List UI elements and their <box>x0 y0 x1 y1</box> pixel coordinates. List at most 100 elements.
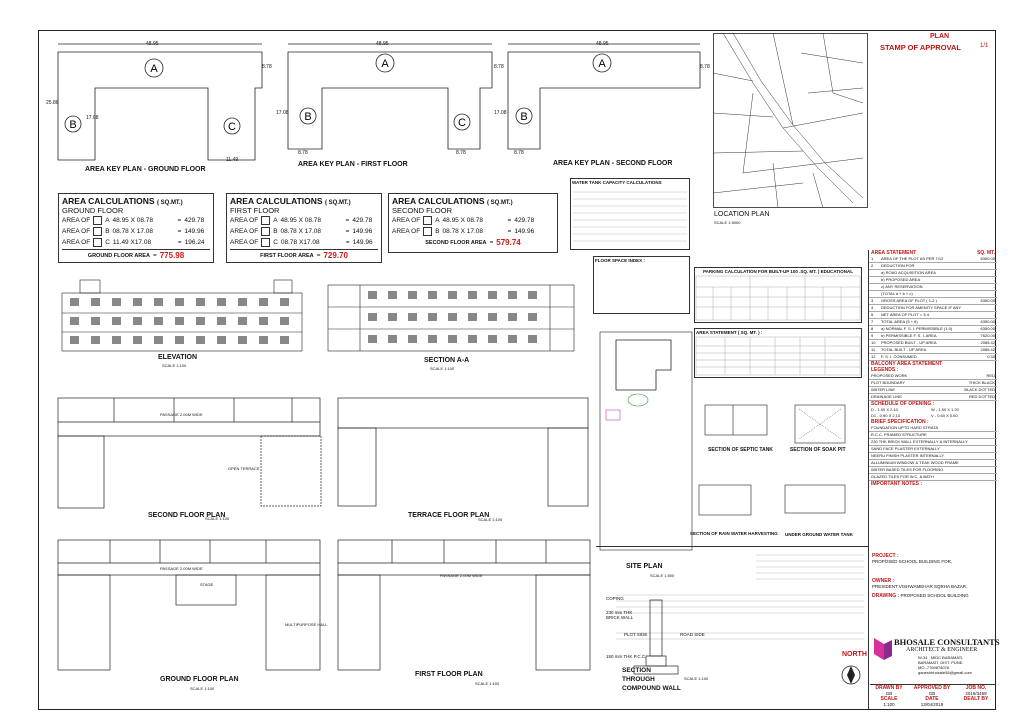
key-block-a: A <box>381 58 389 70</box>
key-plan-title: AREA KEY PLAN - SECOND FLOOR <box>553 160 673 167</box>
drawing-label: DRAWING : <box>872 593 900 599</box>
checkbox-icon <box>261 238 271 247</box>
statement-row-label: b) PERMISSIBLE F. S. I. AREA <box>881 333 937 338</box>
area-calc-second: AREA CALCULATIONS ( SQ.MT.) SECOND FLOOR… <box>388 193 558 253</box>
terrace-floor-title: TERRACE FLOOR PLAN <box>408 512 490 519</box>
statement-row-label: TOTAL AREA (5 + 6) <box>881 319 918 324</box>
window-mark <box>468 335 477 343</box>
statement-row-label: GROSS AREA OF PLOT ( 1-2 ) <box>881 298 937 303</box>
first-floor-title: FIRST FLOOR PLAN <box>415 671 483 678</box>
area-row-eq: = <box>507 228 512 235</box>
area-row-key: B <box>435 228 440 235</box>
window-mark <box>217 298 226 306</box>
statement-row-no: 8 <box>871 326 874 331</box>
firm-email: ganeshbhosale58@gmail.com <box>918 670 972 675</box>
statement-row-no: 7 <box>871 319 874 324</box>
area-row-expr: 08.78 X 17.08 <box>442 228 484 235</box>
statement-row-label: c) ANY RESERVATION <box>881 284 923 289</box>
scale-value: 1:100 <box>883 702 895 707</box>
project-block: PROJECT : PROPOSED SCHOOL BUILDING FOR, … <box>870 553 996 713</box>
passage-label: PASSAGE 2.00M WIDE <box>160 412 203 417</box>
fsi-title: FLOOR SPACE INDEX : <box>595 258 645 263</box>
terrace-floor-plan <box>337 397 589 507</box>
compound-title: SECTION THROUGH COMPOUND WALL <box>622 667 681 692</box>
spec-item: SAND FACE PLASTER EXTERNALLY <box>871 446 940 451</box>
window-mark <box>428 313 437 321</box>
stamp-box: PLAN STAMP OF APPROVAL 1/1 <box>872 33 994 55</box>
spec-row: GLAZED TILES FOR W.C. & BATH <box>869 474 997 481</box>
footer-table: DRAWN BY APPROVED BY JOB NO. GB GB 2019/… <box>870 684 996 711</box>
key-block-a: A <box>598 58 606 70</box>
location-plan-scale: SCALE 1:5000 <box>714 220 741 225</box>
statement-row-no <box>871 277 881 283</box>
window-mark <box>488 291 497 299</box>
firm-addr2: BARAMATI, DIST. PUNE. <box>918 660 964 665</box>
statement-row-label: NET AREA OF PLOT = 3-4 <box>881 312 929 317</box>
statement-row-label: TOTAL BUILT - UP AREA <box>881 347 927 352</box>
area-row-key: A <box>435 217 440 224</box>
window-mark <box>448 291 457 299</box>
statement-row: 7 TOTAL AREA (5 + 6) 6350.00 <box>869 319 997 326</box>
stage-label: STAGE <box>200 582 214 587</box>
legend-label: DRAINAGE LINE <box>871 394 902 399</box>
spec-row: ALLUMINIUM WINDOW & TEAK WOOD FRAME <box>869 460 997 467</box>
approved-value: GB <box>928 691 936 696</box>
dim-top: 48.95 <box>376 41 389 47</box>
area-floor: FIRST FLOOR <box>230 206 280 215</box>
statement-row-value: 6350.00 <box>980 319 995 324</box>
key-block-b: B <box>69 119 76 131</box>
firm-phone: MO.-7769878076 <box>918 665 950 670</box>
area-row-key: C <box>273 239 278 246</box>
statement-row-no <box>871 291 881 297</box>
window-mark <box>91 317 100 325</box>
window-mark <box>259 336 268 344</box>
area-row-val: 149.96 <box>352 239 373 246</box>
plot-side-label: PLOT SIDE <box>624 632 648 637</box>
ug-tank-title: UNDER GROUND WATER TANK <box>785 532 853 537</box>
parking-grid <box>695 275 861 321</box>
statement-row-value: 2085.42 <box>980 340 995 345</box>
window-mark <box>368 335 377 343</box>
area-total: 729.70 <box>323 251 348 260</box>
approved-label: APPROVED BY <box>913 685 951 691</box>
window-mark <box>175 336 184 344</box>
first-floor-plan <box>337 539 591 671</box>
area-total-row: SECOND FLOOR AREA=579.74 <box>392 237 554 248</box>
ground-floor-title: GROUND FLOOR PLAN <box>160 676 239 683</box>
owner-title: OWNER : <box>872 578 895 584</box>
dim-left: 25.86 <box>46 100 59 106</box>
window-mark <box>175 317 184 325</box>
legend-value: THICK BLACK <box>968 380 995 385</box>
area-row-eq: = <box>345 228 350 235</box>
statement-row-no: 11 <box>871 347 876 352</box>
area-total-label: FIRST FLOOR AREA <box>260 252 314 259</box>
window-mark <box>133 336 142 344</box>
water-tank-title: WATER TANK CAPACITY CALCULATIONS <box>572 180 662 185</box>
dim-top: 48.95 <box>146 41 159 47</box>
firm-name: BHOSALE CONSULTANTS <box>894 637 1000 647</box>
multipurpose-label: MULTIPURPOSE HALL <box>285 622 328 627</box>
open-terrace-label: OPEN TERRACE <box>228 466 260 471</box>
statement-row-value: - <box>993 270 995 275</box>
checkbox-icon <box>93 227 103 236</box>
area-row-key: B <box>105 228 110 235</box>
statement-title: AREA STATEMENT <box>871 250 917 256</box>
statement-unit: SQ. MT. <box>976 250 995 256</box>
area-row-eq: = <box>345 217 350 224</box>
statement-row-no: 1 <box>871 256 874 261</box>
area-row-expr: 11.49 X17.08 <box>112 239 152 246</box>
drawing-sheet <box>38 30 996 710</box>
statement-row-value: - <box>993 291 995 296</box>
legend-label: WATER LINE <box>871 387 896 392</box>
area-row-eq: = <box>177 228 182 235</box>
north-arrow-icon <box>841 665 861 685</box>
ground-floor-plan <box>57 539 321 671</box>
statement-row: (TOTAL a + b + c)- <box>869 291 997 298</box>
key-plan-title: AREA KEY PLAN - FIRST FLOOR <box>298 161 408 168</box>
